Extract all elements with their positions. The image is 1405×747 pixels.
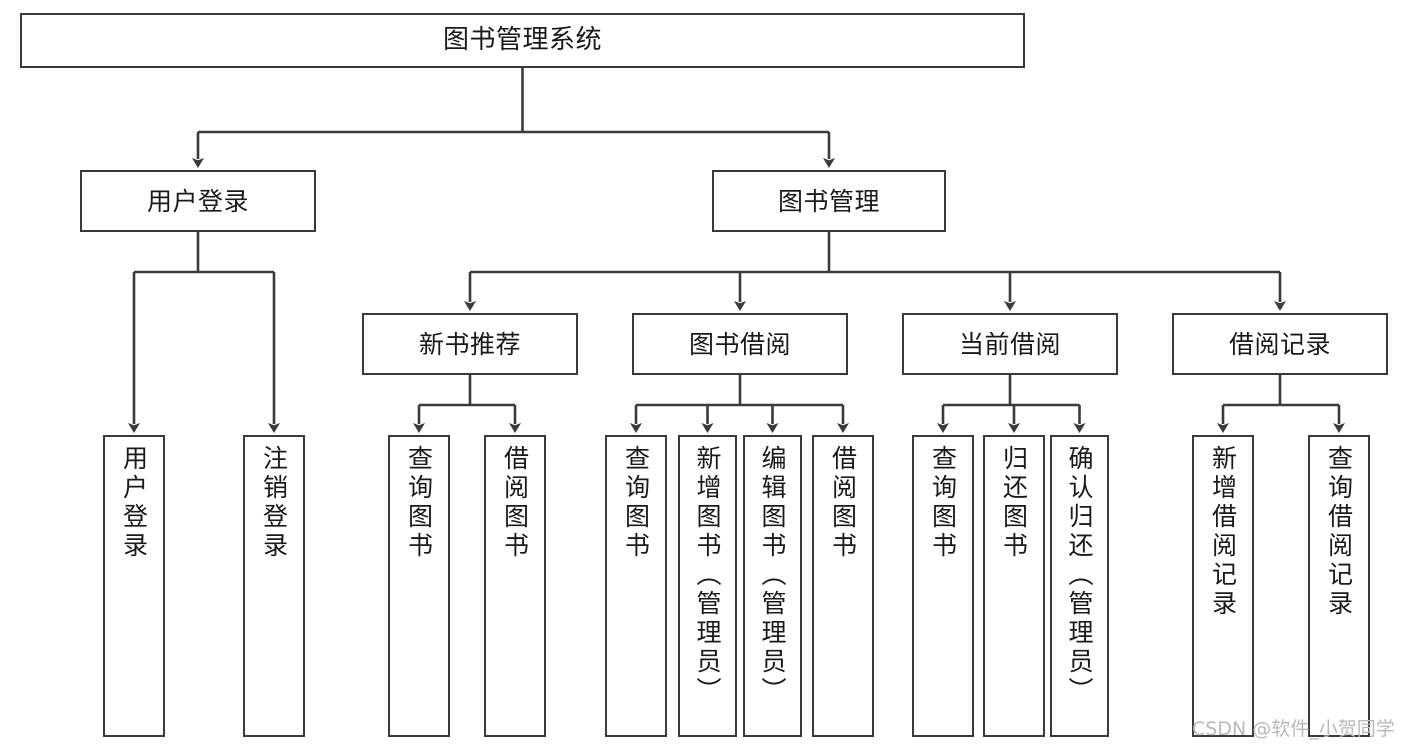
node-label-leaf-query-record: 查询借阅记录 xyxy=(1324,445,1354,619)
node-leaf-query-record[interactable]: 查询借阅记录 xyxy=(1308,435,1370,737)
node-new-book-recommend[interactable]: 新书推荐 xyxy=(362,313,578,375)
node-leaf-query-book-3[interactable]: 查询图书 xyxy=(912,435,974,737)
node-book-manage[interactable]: 图书管理 xyxy=(712,170,946,232)
node-label-new-book-recommend: 新书推荐 xyxy=(418,329,521,359)
node-label-leaf-borrow-book-1: 借阅图书 xyxy=(500,445,530,561)
node-label-current-borrow: 当前借阅 xyxy=(958,329,1061,359)
node-leaf-user-login[interactable]: 用户登录 xyxy=(103,435,165,737)
node-leaf-borrow-book-2[interactable]: 借阅图书 xyxy=(812,435,874,737)
node-leaf-query-book-1[interactable]: 查询图书 xyxy=(388,435,450,737)
node-book-borrow[interactable]: 图书借阅 xyxy=(632,313,848,375)
node-label-leaf-add-book: 新增图书（管理员） xyxy=(693,445,722,706)
node-label-leaf-query-book-1: 查询图书 xyxy=(404,445,434,561)
node-label-leaf-edit-book: 编辑图书（管理员） xyxy=(758,445,787,706)
node-label-root: 图书管理系统 xyxy=(442,25,602,56)
node-leaf-confirm-return[interactable]: 确认归还（管理员） xyxy=(1050,435,1109,737)
node-user-login[interactable]: 用户登录 xyxy=(80,170,316,232)
node-label-leaf-confirm-return: 确认归还（管理员） xyxy=(1065,445,1094,706)
node-label-leaf-query-book-3: 查询图书 xyxy=(928,445,958,561)
node-leaf-return-book[interactable]: 归还图书 xyxy=(983,435,1045,737)
node-leaf-user-logout[interactable]: 注销登录 xyxy=(243,435,305,737)
node-leaf-query-book-2[interactable]: 查询图书 xyxy=(605,435,667,737)
node-label-book-borrow: 图书借阅 xyxy=(688,329,791,359)
node-label-leaf-add-record: 新增借阅记录 xyxy=(1208,445,1238,619)
node-label-user-login: 用户登录 xyxy=(146,186,249,216)
node-current-borrow[interactable]: 当前借阅 xyxy=(902,313,1118,375)
node-root[interactable]: 图书管理系统 xyxy=(20,13,1025,68)
node-leaf-edit-book[interactable]: 编辑图书（管理员） xyxy=(743,435,802,737)
node-label-leaf-borrow-book-2: 借阅图书 xyxy=(828,445,858,561)
node-label-leaf-query-book-2: 查询图书 xyxy=(621,445,651,561)
node-leaf-add-book[interactable]: 新增图书（管理员） xyxy=(678,435,737,737)
node-leaf-borrow-book-1[interactable]: 借阅图书 xyxy=(484,435,546,737)
node-leaf-add-record[interactable]: 新增借阅记录 xyxy=(1192,435,1254,737)
node-label-borrow-record: 借阅记录 xyxy=(1228,329,1331,359)
node-label-leaf-user-logout: 注销登录 xyxy=(259,445,289,561)
node-label-book-manage: 图书管理 xyxy=(777,186,880,216)
node-label-leaf-user-login: 用户登录 xyxy=(119,445,149,561)
csdn-watermark: CSDN @软件_小贺同学 xyxy=(1192,718,1395,740)
node-label-leaf-return-book: 归还图书 xyxy=(999,445,1029,561)
node-borrow-record[interactable]: 借阅记录 xyxy=(1172,313,1388,375)
